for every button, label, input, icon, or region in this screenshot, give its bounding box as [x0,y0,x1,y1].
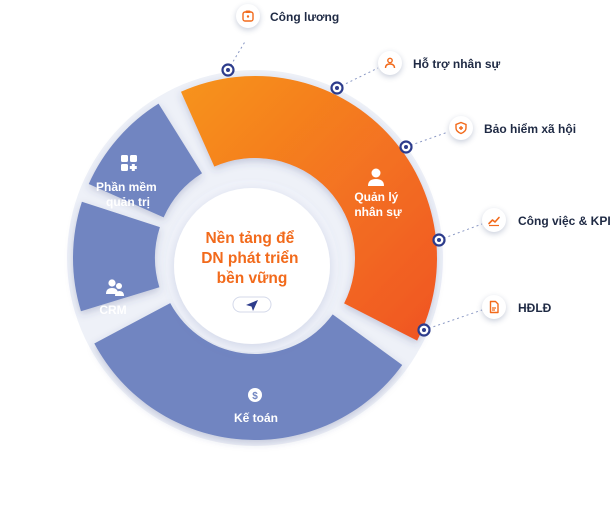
callout-cong-viec-kpi[interactable]: Công việc & KPI [518,214,610,228]
center-send-button[interactable] [232,296,272,313]
segment-ke-toan[interactable] [94,303,403,441]
dollar-icon: $ [248,388,262,402]
connector-cong-viec-kpi [438,223,483,241]
center-title: Nền tảng để DN phát triển bền vững [201,230,303,287]
shield-plus-icon [449,116,473,140]
callout-cong-luong[interactable]: Công lương [270,10,340,24]
segment-label-quan-ly-nhan-su: Quản lý nhân sự [354,190,402,219]
dot-core [422,328,426,332]
support-icon [378,51,402,75]
segment-label-ke-toan: Kế toán [234,411,278,425]
connector-hdld [423,309,483,331]
callout-hdld[interactable]: HĐLĐ [518,301,552,315]
dot-core [226,68,230,72]
segment-phan-mem-quan-tri[interactable] [88,103,203,218]
wallet-icon [236,4,260,28]
center-circle [174,188,330,344]
users-icon [106,279,124,296]
connector-bao-hiem-xa-hoi [405,131,449,148]
segment-quan-ly-nhan-su[interactable] [180,76,437,341]
connector-ho-tro-nhan-su [336,67,379,89]
dot-core [437,238,441,242]
trend-icon [482,208,506,232]
dot-core [335,86,339,90]
dot-core [404,145,408,149]
segment-crm[interactable] [73,201,160,312]
send-icon [246,300,258,311]
user-icon [368,168,384,186]
apps-icon [121,155,137,171]
callout-ho-tro-nhan-su[interactable]: Hỗ trợ nhân sự [413,57,501,71]
svg-text:$: $ [252,391,258,402]
segment-label-phan-mem-quan-tri: Phần mềm quản trị [96,180,160,209]
callout-bao-hiem-xa-hoi[interactable]: Bảo hiểm xã hội [484,122,577,136]
document-icon [482,295,506,319]
segment-label-crm: CRM [99,303,126,317]
